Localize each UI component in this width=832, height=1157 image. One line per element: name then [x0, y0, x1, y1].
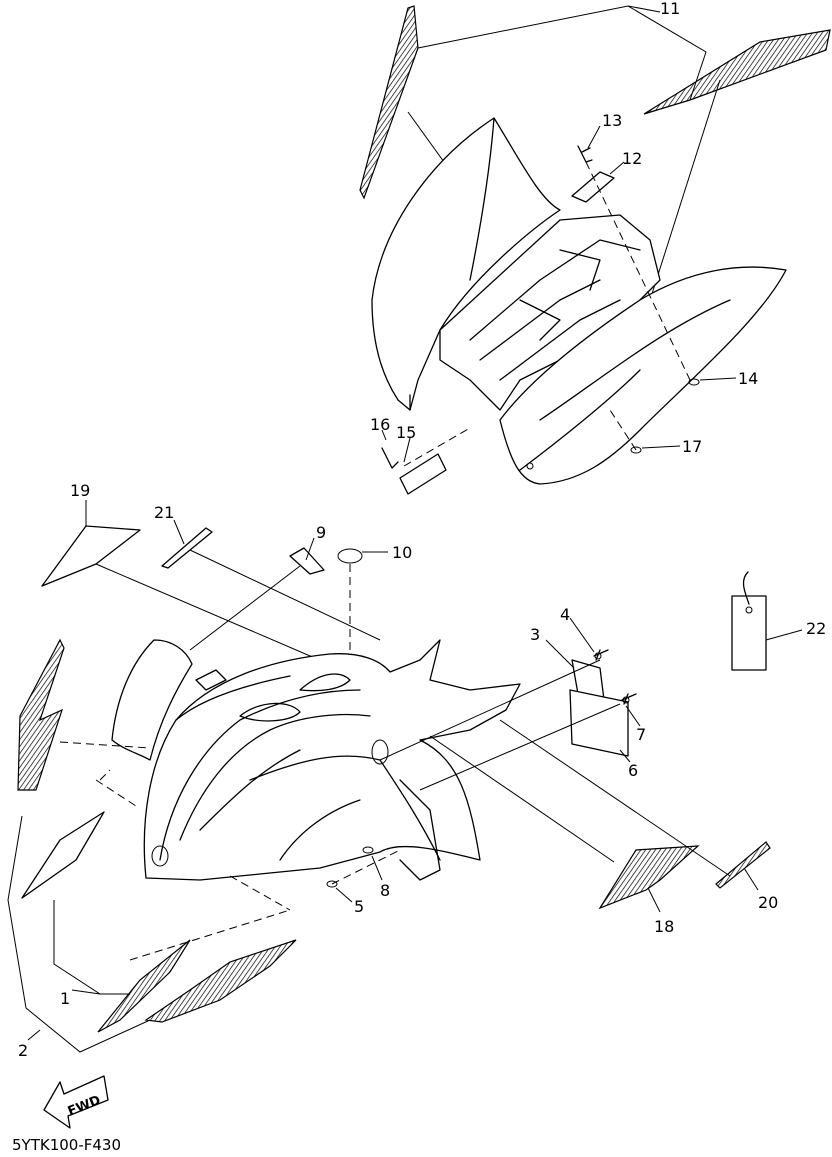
decal-1-upper [21, 811, 105, 899]
decal-21 [161, 527, 213, 569]
rear-side-decal-right [643, 29, 831, 115]
decal-19 [41, 525, 141, 587]
clip-16 [381, 447, 399, 469]
side-decal-2-lower [144, 939, 297, 1023]
callout-8: 8 [380, 881, 390, 900]
callout-6: 6 [628, 761, 638, 780]
callout-22: 22 [806, 619, 826, 638]
nut-5 [326, 880, 338, 888]
nut-8 [362, 846, 374, 854]
callout-13: 13 [602, 111, 622, 130]
callout-19: 19 [70, 481, 90, 500]
nut-17 [630, 446, 642, 454]
rear-fender-assembly [359, 5, 831, 495]
callout-20: 20 [758, 893, 778, 912]
front-fender-assembly [7, 500, 803, 1129]
rear-side-decal-left [359, 5, 419, 200]
decal-9 [289, 547, 325, 575]
strip-20 [715, 841, 771, 889]
callout-9: 9 [316, 523, 326, 542]
front-fender-body [143, 639, 521, 881]
callout-11: 11 [660, 0, 680, 18]
plate-6 [569, 689, 629, 757]
callout-4: 4 [560, 605, 570, 624]
callout-10: 10 [392, 543, 412, 562]
decal-18 [598, 845, 700, 910]
callout-2: 2 [18, 1041, 28, 1060]
callout-18: 18 [654, 917, 674, 936]
diagram-reference-code: 5YTK100-F430 [12, 1136, 121, 1154]
forward-arrow-icon [43, 1075, 109, 1129]
callout-5: 5 [354, 897, 364, 916]
decal-1-lower [97, 939, 191, 1033]
caution-label [571, 171, 615, 203]
side-decal-2-upper [17, 638, 65, 791]
callout-7: 7 [636, 725, 646, 744]
callout-16: 16 [370, 415, 390, 434]
rear-fender-left-shell [371, 117, 561, 411]
callout-1: 1 [60, 989, 70, 1008]
callout-3: 3 [530, 625, 540, 644]
callout-15: 15 [396, 423, 416, 442]
callout-14: 14 [738, 369, 758, 388]
callout-21: 21 [154, 503, 174, 522]
callout-17: 17 [682, 437, 702, 456]
emblem-10 [337, 548, 363, 564]
nut-14 [688, 378, 700, 386]
callout-labels: 11 13 12 14 17 16 15 19 21 9 10 4 3 22 7… [18, 0, 826, 1060]
hang-tag-22 [731, 595, 767, 671]
bolt-13 [577, 145, 593, 163]
rear-label-15 [399, 453, 447, 495]
callout-12: 12 [622, 149, 642, 168]
front-left-shroud [111, 639, 193, 761]
